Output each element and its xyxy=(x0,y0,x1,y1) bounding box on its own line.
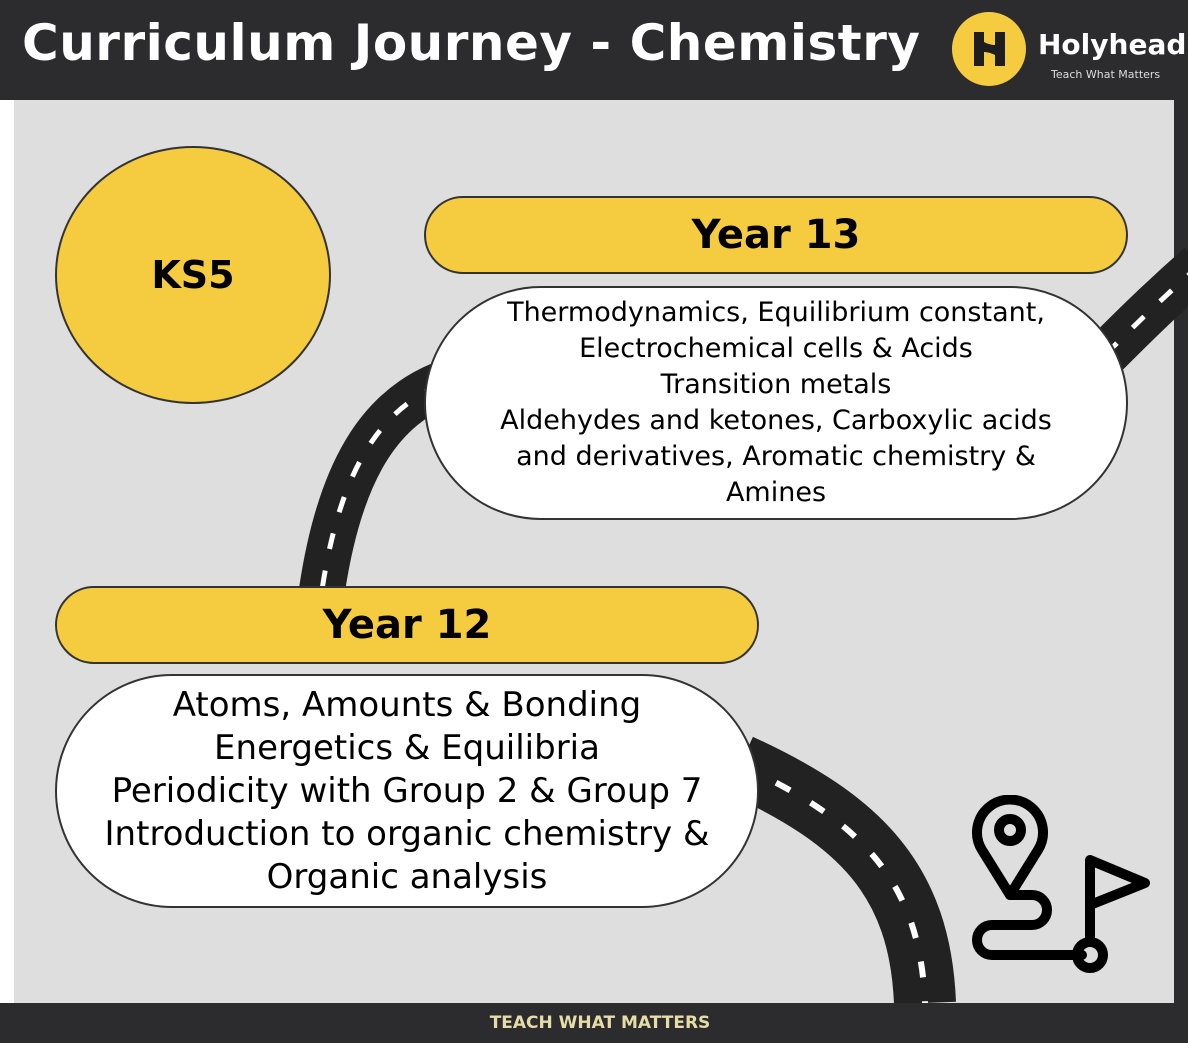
year13-banner: Year 13 xyxy=(424,196,1128,274)
logo-icon xyxy=(952,12,1026,86)
topic-line: Transition metals xyxy=(660,369,892,400)
topic-line: Periodicity with Group 2 & Group 7 xyxy=(111,770,703,811)
topic-line: Introduction to organic chemistry & xyxy=(104,813,710,854)
topic-line: Thermodynamics, Equilibrium constant, xyxy=(507,297,1045,328)
route-map-icon xyxy=(972,795,1150,973)
topic-line: Organic analysis xyxy=(266,856,548,897)
year12-banner: Year 12 xyxy=(55,586,759,664)
topic-line: Energetics & Equilibria xyxy=(214,727,600,768)
topic-line: Amines xyxy=(725,477,827,508)
right-border xyxy=(1174,100,1188,1003)
page-title: Curriculum Journey - Chemistry xyxy=(22,14,921,72)
topic-line: Electrochemical cells & Acids xyxy=(579,333,973,364)
topic-line: Atoms, Amounts & Bonding xyxy=(172,684,642,725)
header: Curriculum Journey - Chemistry Holyhead … xyxy=(0,0,1188,100)
footer: TEACH WHAT MATTERS xyxy=(0,1003,1188,1043)
topic-line: Aldehydes and ketones, Carboxylic acids xyxy=(500,405,1052,436)
logo-tagline: Teach What Matters xyxy=(1051,68,1161,81)
footer-text: TEACH WHAT MATTERS xyxy=(489,1013,711,1033)
year12-topics: Atoms, Amounts & Bonding Energetics & Eq… xyxy=(55,674,759,908)
logo-name: Holyhead xyxy=(1038,28,1187,61)
stage-circle: KS5 xyxy=(55,146,331,404)
topic-line: and derivatives, Aromatic chemistry & xyxy=(516,441,1036,472)
year13-topics: Thermodynamics, Equilibrium constant, El… xyxy=(424,286,1128,520)
